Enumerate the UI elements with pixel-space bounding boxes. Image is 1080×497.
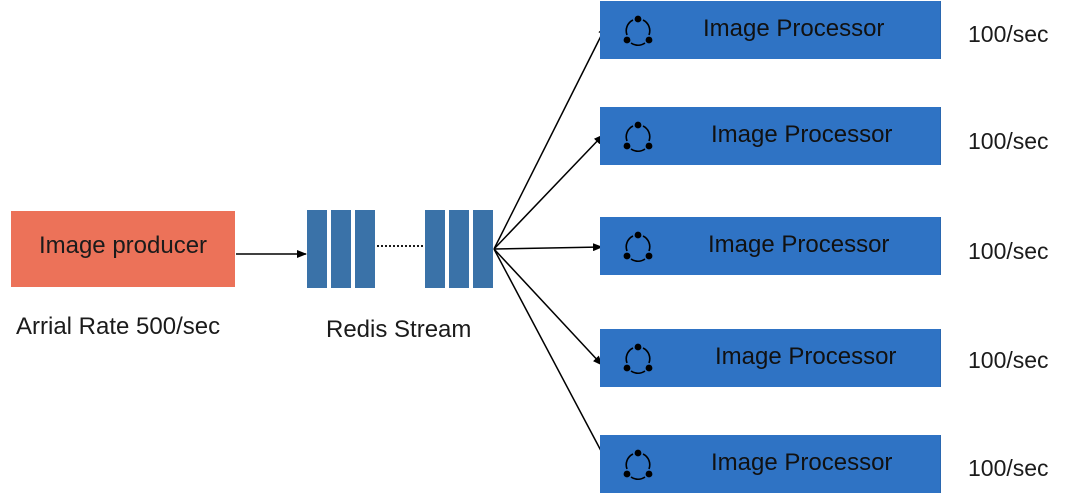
image-producer-box: Image producer xyxy=(11,211,235,287)
stream-to-processor-1-arrow xyxy=(493,25,607,250)
stream-to-processor-5-arrow xyxy=(493,248,609,465)
queue-segment xyxy=(307,210,327,288)
share-icon xyxy=(623,231,653,263)
queue-ellipsis xyxy=(377,245,423,247)
processor-rate-label: 100/sec xyxy=(968,128,1049,154)
stream-to-processor-2-arrow xyxy=(493,134,604,250)
image-processor-label: Image Processor xyxy=(703,15,885,42)
queue-segment xyxy=(425,210,445,288)
stream-to-processor-3-arrow xyxy=(493,243,603,252)
image-processor-box: Image Processor xyxy=(600,329,941,387)
queue-segment xyxy=(473,210,493,288)
image-processor-box: Image Processor xyxy=(600,107,941,165)
queue-segment xyxy=(355,210,375,288)
image-processor-box: Image Processor xyxy=(600,1,941,59)
share-icon xyxy=(623,121,653,153)
processor-rate-label: 100/sec xyxy=(968,21,1049,47)
share-icon xyxy=(623,449,653,481)
queue-segment xyxy=(449,210,469,288)
queue-segment xyxy=(331,210,351,288)
arrival-rate-caption: Arrial Rate 500/sec xyxy=(16,313,221,340)
image-processor-label: Image Processor xyxy=(708,231,890,258)
share-icon xyxy=(623,15,653,47)
image-producer-label: Image producer xyxy=(38,232,208,259)
redis-stream-caption: Redis Stream xyxy=(326,316,472,343)
image-processor-box: Image Processor xyxy=(600,435,941,493)
image-processor-label: Image Processor xyxy=(711,121,893,148)
share-icon xyxy=(623,343,653,375)
image-processor-label: Image Processor xyxy=(715,343,897,370)
processor-rate-label: 100/sec xyxy=(968,455,1049,481)
stream-to-processor-4-arrow xyxy=(493,248,603,366)
processor-rate-label: 100/sec xyxy=(968,238,1049,264)
image-processor-label: Image Processor xyxy=(711,449,893,476)
processor-rate-label: 100/sec xyxy=(968,347,1049,373)
image-processor-box: Image Processor xyxy=(600,217,941,275)
